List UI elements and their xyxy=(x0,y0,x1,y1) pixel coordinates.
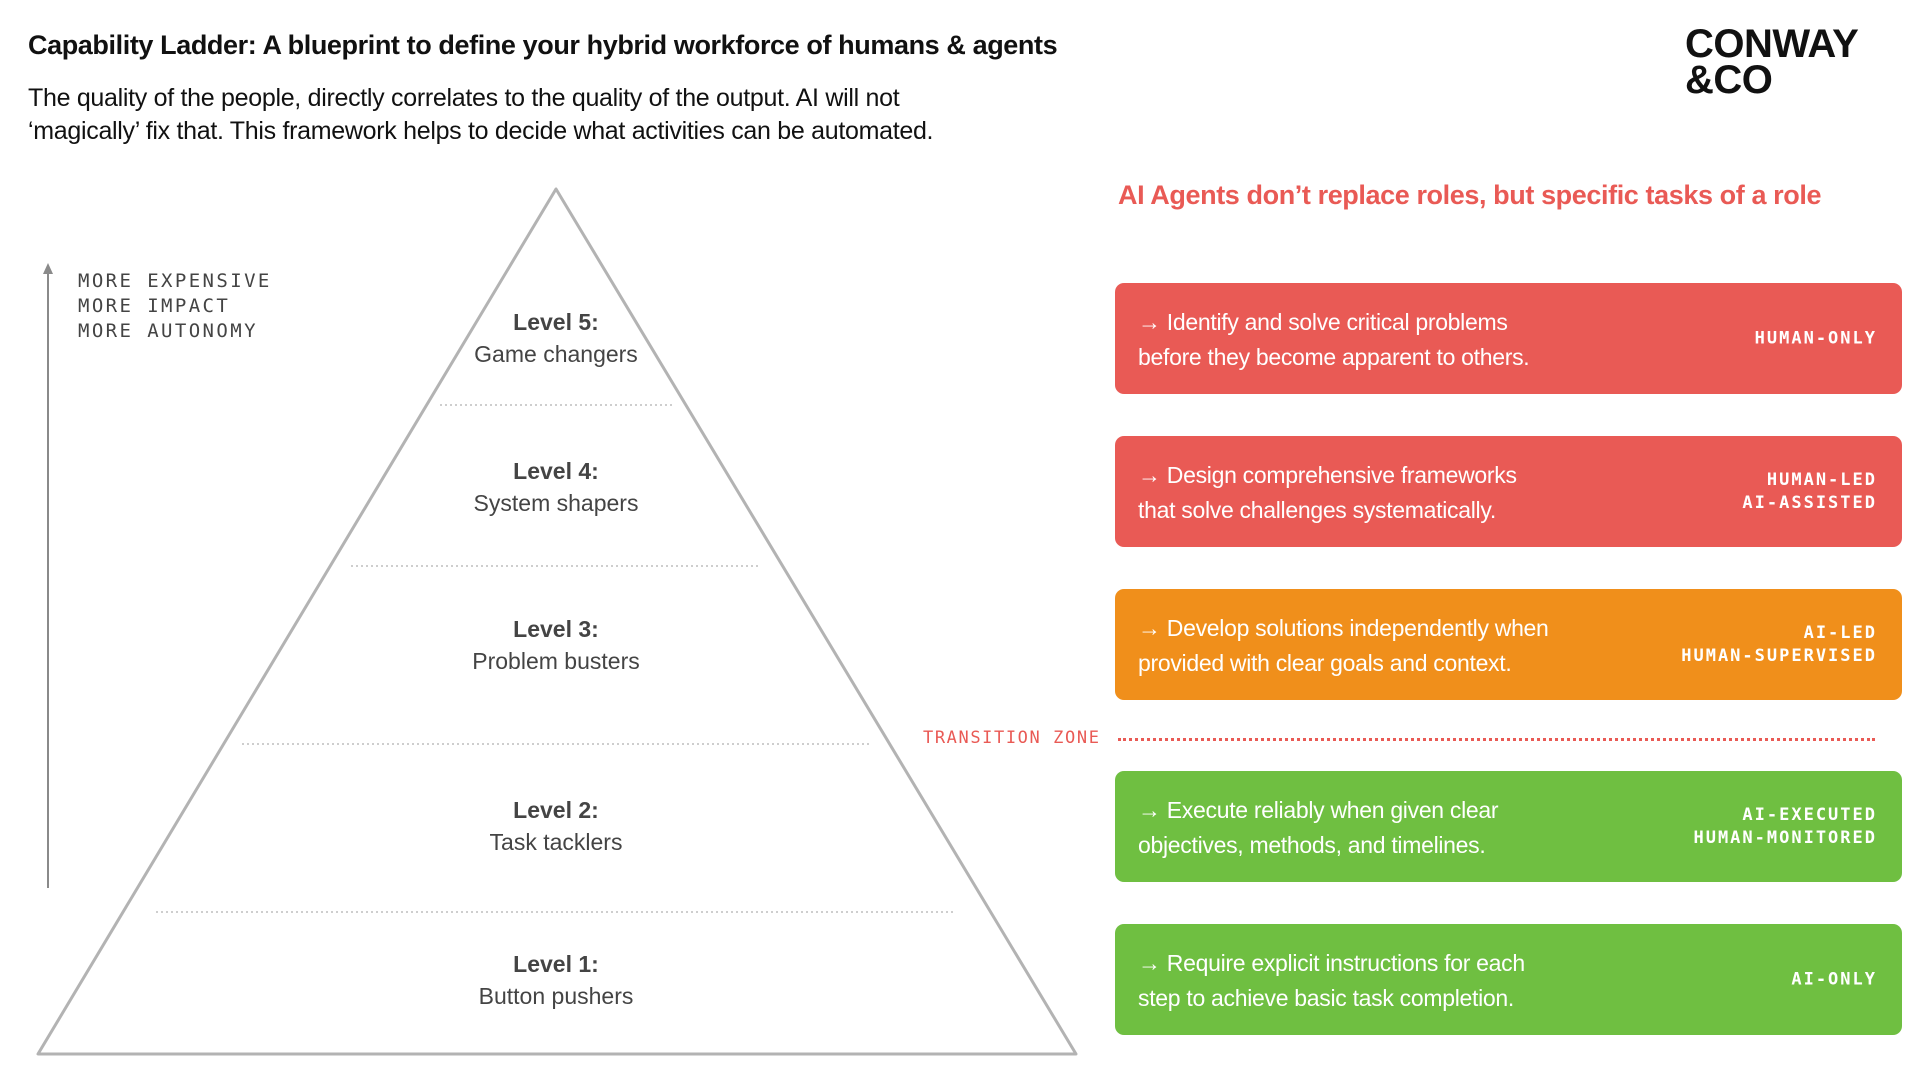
task-tag: AI-LED HUMAN-SUPERVISED xyxy=(1681,622,1877,668)
task-line-2: that solve challenges systematically. xyxy=(1138,497,1496,523)
axis-label-expensive: MORE EXPENSIVE xyxy=(78,270,272,292)
pyramid-level-5: Level 5: Game changers xyxy=(406,306,706,370)
task-card-ai-led: → Develop solutions independently when p… xyxy=(1115,589,1902,700)
level-number: Level 1: xyxy=(513,951,599,977)
task-tag: HUMAN-ONLY xyxy=(1755,327,1877,350)
task-description: → Develop solutions independently when p… xyxy=(1138,611,1678,681)
transition-zone-label: TRANSITION ZONE xyxy=(923,728,1101,748)
task-tag-line-1: HUMAN-LED xyxy=(1766,469,1877,490)
task-line-2: provided with clear goals and context. xyxy=(1138,650,1512,676)
task-line-1: → Develop solutions independently when xyxy=(1138,615,1549,641)
task-tag: AI-ONLY xyxy=(1791,968,1877,991)
subtitle-line-1: The quality of the people, directly corr… xyxy=(28,84,900,112)
task-card-ai-executed: → Execute reliably when given clear obje… xyxy=(1115,771,1902,882)
task-card-human-led: → Design comprehensive frameworks that s… xyxy=(1115,436,1902,547)
level-name: System shapers xyxy=(473,490,639,516)
task-tag-line-1: AI-ONLY xyxy=(1791,969,1877,989)
task-line-2: step to achieve basic task completion. xyxy=(1138,985,1514,1011)
axis-labels: MORE EXPENSIVE MORE IMPACT MORE AUTONOMY xyxy=(78,269,272,344)
task-card-human-only: → Identify and solve critical problems b… xyxy=(1115,283,1902,394)
level-name: Button pushers xyxy=(478,983,634,1009)
logo-line-1: CONWAY xyxy=(1685,22,1859,66)
task-tag-line-2: AI-ASSISTED xyxy=(1742,492,1877,513)
task-tag: AI-EXECUTED HUMAN-MONITORED xyxy=(1693,804,1877,850)
level-number: Level 2: xyxy=(513,797,599,823)
task-line-2: before they become apparent to others. xyxy=(1138,344,1530,370)
task-line-1: → Execute reliably when given clear xyxy=(1138,797,1499,823)
pyramid-level-4: Level 4: System shapers xyxy=(406,455,706,519)
page-title: Capability Ladder: A blueprint to define… xyxy=(28,30,1058,60)
task-line-1: → Identify and solve critical problems xyxy=(1138,309,1508,335)
task-line-1: → Require explicit instructions for each xyxy=(1138,950,1525,976)
pyramid-outline xyxy=(36,187,1078,1056)
axis-label-autonomy: MORE AUTONOMY xyxy=(78,320,258,342)
task-line-2: objectives, methods, and timelines. xyxy=(1138,832,1486,858)
task-description: → Identify and solve critical problems b… xyxy=(1138,305,1678,375)
subtitle-line-2: ‘magically’ fix that. This framework hel… xyxy=(28,117,934,145)
task-line-1: → Design comprehensive frameworks xyxy=(1138,462,1517,488)
pyramid-level-3: Level 3: Problem busters xyxy=(406,613,706,677)
task-tag-line-2: HUMAN-SUPERVISED xyxy=(1681,645,1877,666)
up-arrow-icon xyxy=(43,263,53,888)
task-tag: HUMAN-LED AI-ASSISTED xyxy=(1742,469,1877,515)
level-name: Problem busters xyxy=(472,648,640,674)
pyramid-level-1: Level 1: Button pushers xyxy=(406,948,706,1012)
task-tag-line-1: AI-EXECUTED xyxy=(1742,804,1877,825)
axis-label-impact: MORE IMPACT xyxy=(78,295,231,317)
brand-logo: CONWAY &CO xyxy=(1685,22,1859,102)
task-description: → Execute reliably when given clear obje… xyxy=(1138,793,1678,863)
pyramid-level-2: Level 2: Task tacklers xyxy=(406,794,706,858)
task-description: → Design comprehensive frameworks that s… xyxy=(1138,458,1678,528)
level-name: Task tacklers xyxy=(489,829,623,855)
level-number: Level 5: xyxy=(513,309,599,335)
level-number: Level 4: xyxy=(513,458,599,484)
logo-line-2: &CO xyxy=(1685,58,1773,102)
task-tag-line-1: AI-LED xyxy=(1803,622,1877,643)
level-name: Game changers xyxy=(474,341,638,367)
page-subtitle: The quality of the people, directly corr… xyxy=(28,82,1008,148)
task-tag-line-2: HUMAN-MONITORED xyxy=(1693,827,1877,848)
level-number: Level 3: xyxy=(513,616,599,642)
transition-zone-line xyxy=(1118,738,1875,741)
task-tag-line-1: HUMAN-ONLY xyxy=(1754,328,1877,348)
task-card-ai-only: → Require explicit instructions for each… xyxy=(1115,924,1902,1035)
task-description: → Require explicit instructions for each… xyxy=(1138,946,1678,1016)
right-panel-heading: AI Agents don’t replace roles, but speci… xyxy=(1118,180,1822,210)
